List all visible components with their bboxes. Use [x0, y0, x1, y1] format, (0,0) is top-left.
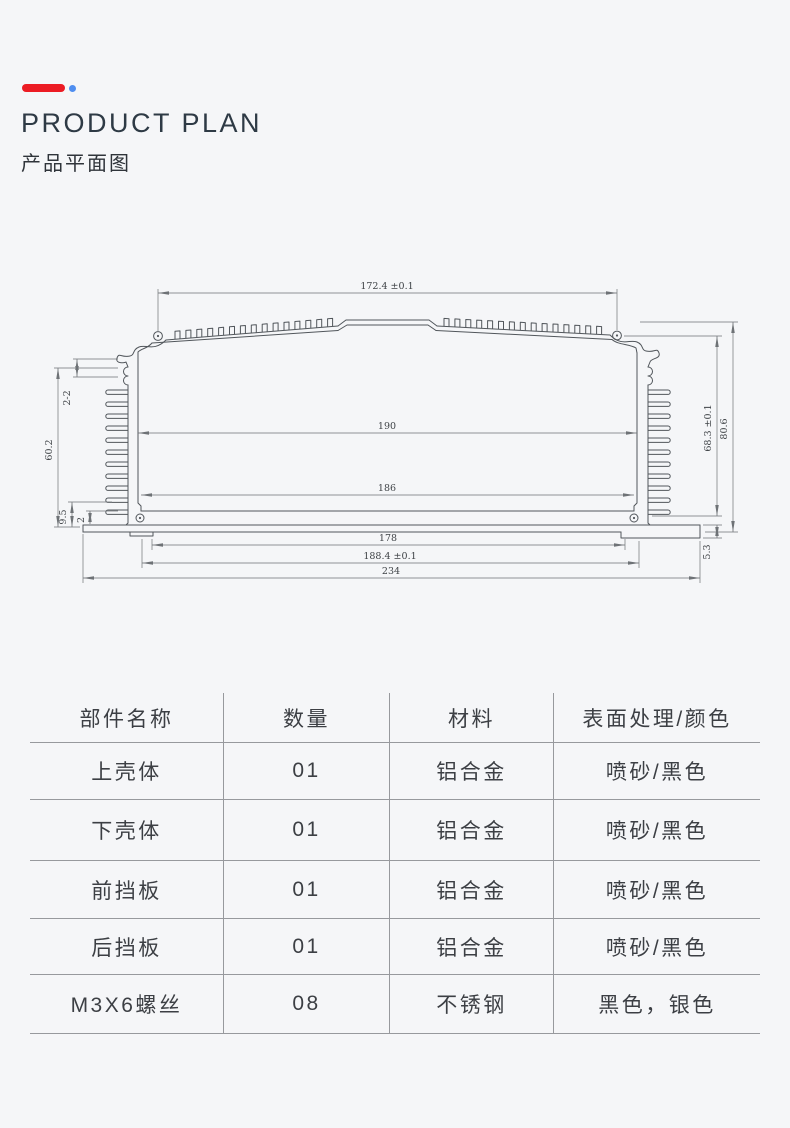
dim-foot-height: 9.5: [58, 502, 74, 527]
dim-base-step: 5.3: [702, 525, 719, 560]
dim-bottom-inner: 178: [152, 533, 625, 547]
screw-boss: [612, 330, 622, 341]
profile-outline: [82, 317, 701, 539]
dim-bottom-mid: 188.4 ±0.1: [142, 551, 639, 565]
cell-finish: 黑色，银色: [553, 975, 760, 1033]
cell-part-name: 下壳体: [91, 820, 162, 843]
cell-finish: 喷砂/黑色: [553, 743, 760, 799]
dim-side-height: 60.2: [44, 368, 60, 527]
dim-foot-thickness: 2: [76, 511, 92, 524]
dim-inner-height: 68.3 ±0.1: [703, 336, 719, 516]
dim-overall-width: 234: [83, 566, 700, 580]
svg-text:80.6: 80.6: [719, 418, 730, 439]
profile-drawing: 172.4 ±0.1 190 186 178 188.4 ±0.1 234 68.3 ±0.…: [44, 281, 738, 583]
svg-text:68.3 ±0.1: 68.3 ±0.1: [703, 404, 714, 451]
svg-text:9.5: 9.5: [58, 509, 69, 524]
col-header-finish: 表面处理/颜色: [553, 693, 760, 742]
svg-text:2: 2: [76, 517, 87, 523]
screw-boss: [153, 331, 163, 341]
cell-quantity: 08: [223, 975, 389, 1033]
svg-text:234: 234: [382, 566, 400, 577]
screw-boss: [629, 513, 639, 523]
cell-material: 不锈钢: [389, 975, 553, 1033]
cell-material: 铝合金: [389, 800, 553, 860]
page-title-en: PRODUCT PLAN: [21, 108, 263, 138]
dim-inner-width-upper: 190: [138, 421, 637, 435]
cell-material: 铝合金: [389, 861, 553, 918]
dim-top-width: 172.4 ±0.1: [158, 281, 617, 295]
accent-bar: [22, 84, 65, 92]
svg-text:186: 186: [378, 483, 396, 494]
svg-text:190: 190: [378, 421, 396, 432]
svg-text:5.3: 5.3: [702, 544, 713, 559]
cell-quantity: 01: [223, 919, 389, 974]
drawing-area: 172.4 ±0.1 190 186 178 188.4 ±0.1 234 68.3 ±0.…: [0, 245, 790, 610]
cell-quantity: 01: [223, 743, 389, 799]
col-header-part-name: 部件名称: [79, 707, 174, 731]
dimension-annotations: 172.4 ±0.1 190 186 178 188.4 ±0.1 234 68.3 ±0.…: [44, 281, 735, 580]
table-header-row: 部件名称 数量 材料 表面处理/颜色: [30, 693, 760, 743]
parts-table: 部件名称 数量 材料 表面处理/颜色 上壳体 01 铝合金 喷砂/黑色 下壳体 …: [30, 693, 760, 1034]
svg-text:2-2: 2-2: [62, 390, 73, 405]
cell-material: 铝合金: [389, 919, 553, 974]
cell-part-name: 上壳体: [91, 761, 162, 784]
table-row: 前挡板 01 铝合金 喷砂/黑色: [30, 861, 760, 919]
svg-text:178: 178: [379, 533, 397, 544]
cell-quantity: 01: [223, 800, 389, 860]
cell-finish: 喷砂/黑色: [553, 919, 760, 974]
svg-text:172.4 ±0.1: 172.4 ±0.1: [360, 281, 413, 292]
page-title-cn: 产品平面图: [21, 153, 131, 175]
accent-dot: [69, 85, 76, 92]
dim-overall-height: 80.6: [719, 322, 735, 532]
svg-text:188.4 ±0.1: 188.4 ±0.1: [363, 551, 416, 562]
table-row: 上壳体 01 铝合金 喷砂/黑色: [30, 743, 760, 800]
dim-fin-pitch: 2-2: [62, 359, 79, 406]
cell-material: 铝合金: [389, 743, 553, 799]
cell-part-name: 前挡板: [91, 879, 162, 903]
col-header-material: 材料: [389, 693, 553, 742]
table-row: M3X6螺丝 08 不锈钢 黑色，银色: [30, 975, 760, 1034]
cell-part-name: M3X6螺丝: [70, 994, 183, 1017]
screw-boss: [135, 513, 145, 523]
dim-inner-width-lower: 186: [141, 483, 634, 497]
svg-text:60.2: 60.2: [44, 439, 55, 460]
cell-part-name: 后挡板: [91, 936, 162, 960]
cell-finish: 喷砂/黑色: [553, 861, 760, 918]
cell-quantity: 01: [223, 861, 389, 918]
table-row: 下壳体 01 铝合金 喷砂/黑色: [30, 800, 760, 861]
cell-finish: 喷砂/黑色: [553, 800, 760, 860]
table-row: 后挡板 01 铝合金 喷砂/黑色: [30, 919, 760, 975]
col-header-quantity: 数量: [223, 693, 389, 742]
